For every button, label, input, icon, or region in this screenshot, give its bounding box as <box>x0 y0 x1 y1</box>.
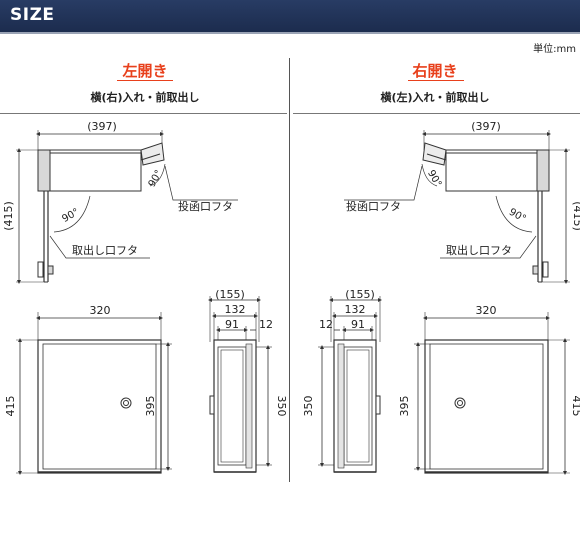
left-section-rule <box>0 113 287 114</box>
left-side-view <box>16 130 238 284</box>
left-label-lid-top: 投函口フタ <box>178 199 233 213</box>
right-title-underline <box>408 80 464 81</box>
left-dim-132: 132 <box>225 303 246 316</box>
right-label-lid-top: 投函口フタ <box>346 199 401 213</box>
right-side-view <box>344 130 570 284</box>
left-title-underline <box>117 80 173 81</box>
right-front-view <box>414 312 570 475</box>
left-title: 左開き <box>122 62 168 80</box>
right-dim-415-side: (415) <box>571 201 580 231</box>
right-subtitle: 横(左)入れ・前取出し <box>380 91 490 104</box>
right-dim-91: 91 <box>351 318 365 331</box>
right-dim-12: 12 <box>319 318 333 331</box>
right-label-lid-front: 取出し口フタ <box>446 243 512 257</box>
right-dim-320: 320 <box>476 304 497 317</box>
header-bar: SIZE <box>0 0 580 32</box>
right-title: 右開き <box>412 62 458 80</box>
right-dim-395: 395 <box>398 396 411 417</box>
left-dim-395: 395 <box>144 396 157 417</box>
left-angle-top: 90° <box>147 168 165 189</box>
left-dim-397: (397) <box>87 120 117 133</box>
right-dim-397: (397) <box>471 120 501 133</box>
header-title: SIZE <box>10 5 55 25</box>
left-dim-155: (155) <box>215 288 245 301</box>
left-front-view <box>16 312 172 475</box>
header-rule <box>0 32 580 34</box>
right-angle-front: 90° <box>507 207 528 225</box>
left-small-side-view <box>208 296 272 473</box>
right-dim-415-front: 415 <box>570 396 580 417</box>
left-dim-415-front: 415 <box>4 396 17 417</box>
left-dim-350: 350 <box>275 396 288 417</box>
left-dim-320: 320 <box>90 304 111 317</box>
right-dim-132: 132 <box>345 303 366 316</box>
left-angle-front: 90° <box>60 207 81 225</box>
right-dim-350: 350 <box>302 396 315 417</box>
right-dim-155: (155) <box>345 288 375 301</box>
center-divider <box>289 58 290 482</box>
left-dim-12: 12 <box>259 318 273 331</box>
left-label-lid-front: 取出し口フタ <box>72 243 138 257</box>
left-subtitle: 横(右)入れ・前取出し <box>90 91 200 104</box>
unit-label: 単位:mm <box>533 44 576 55</box>
right-small-side-view <box>318 296 382 473</box>
left-dim-415-side: (415) <box>2 201 15 231</box>
left-dim-91: 91 <box>225 318 239 331</box>
right-section-rule <box>293 113 580 114</box>
